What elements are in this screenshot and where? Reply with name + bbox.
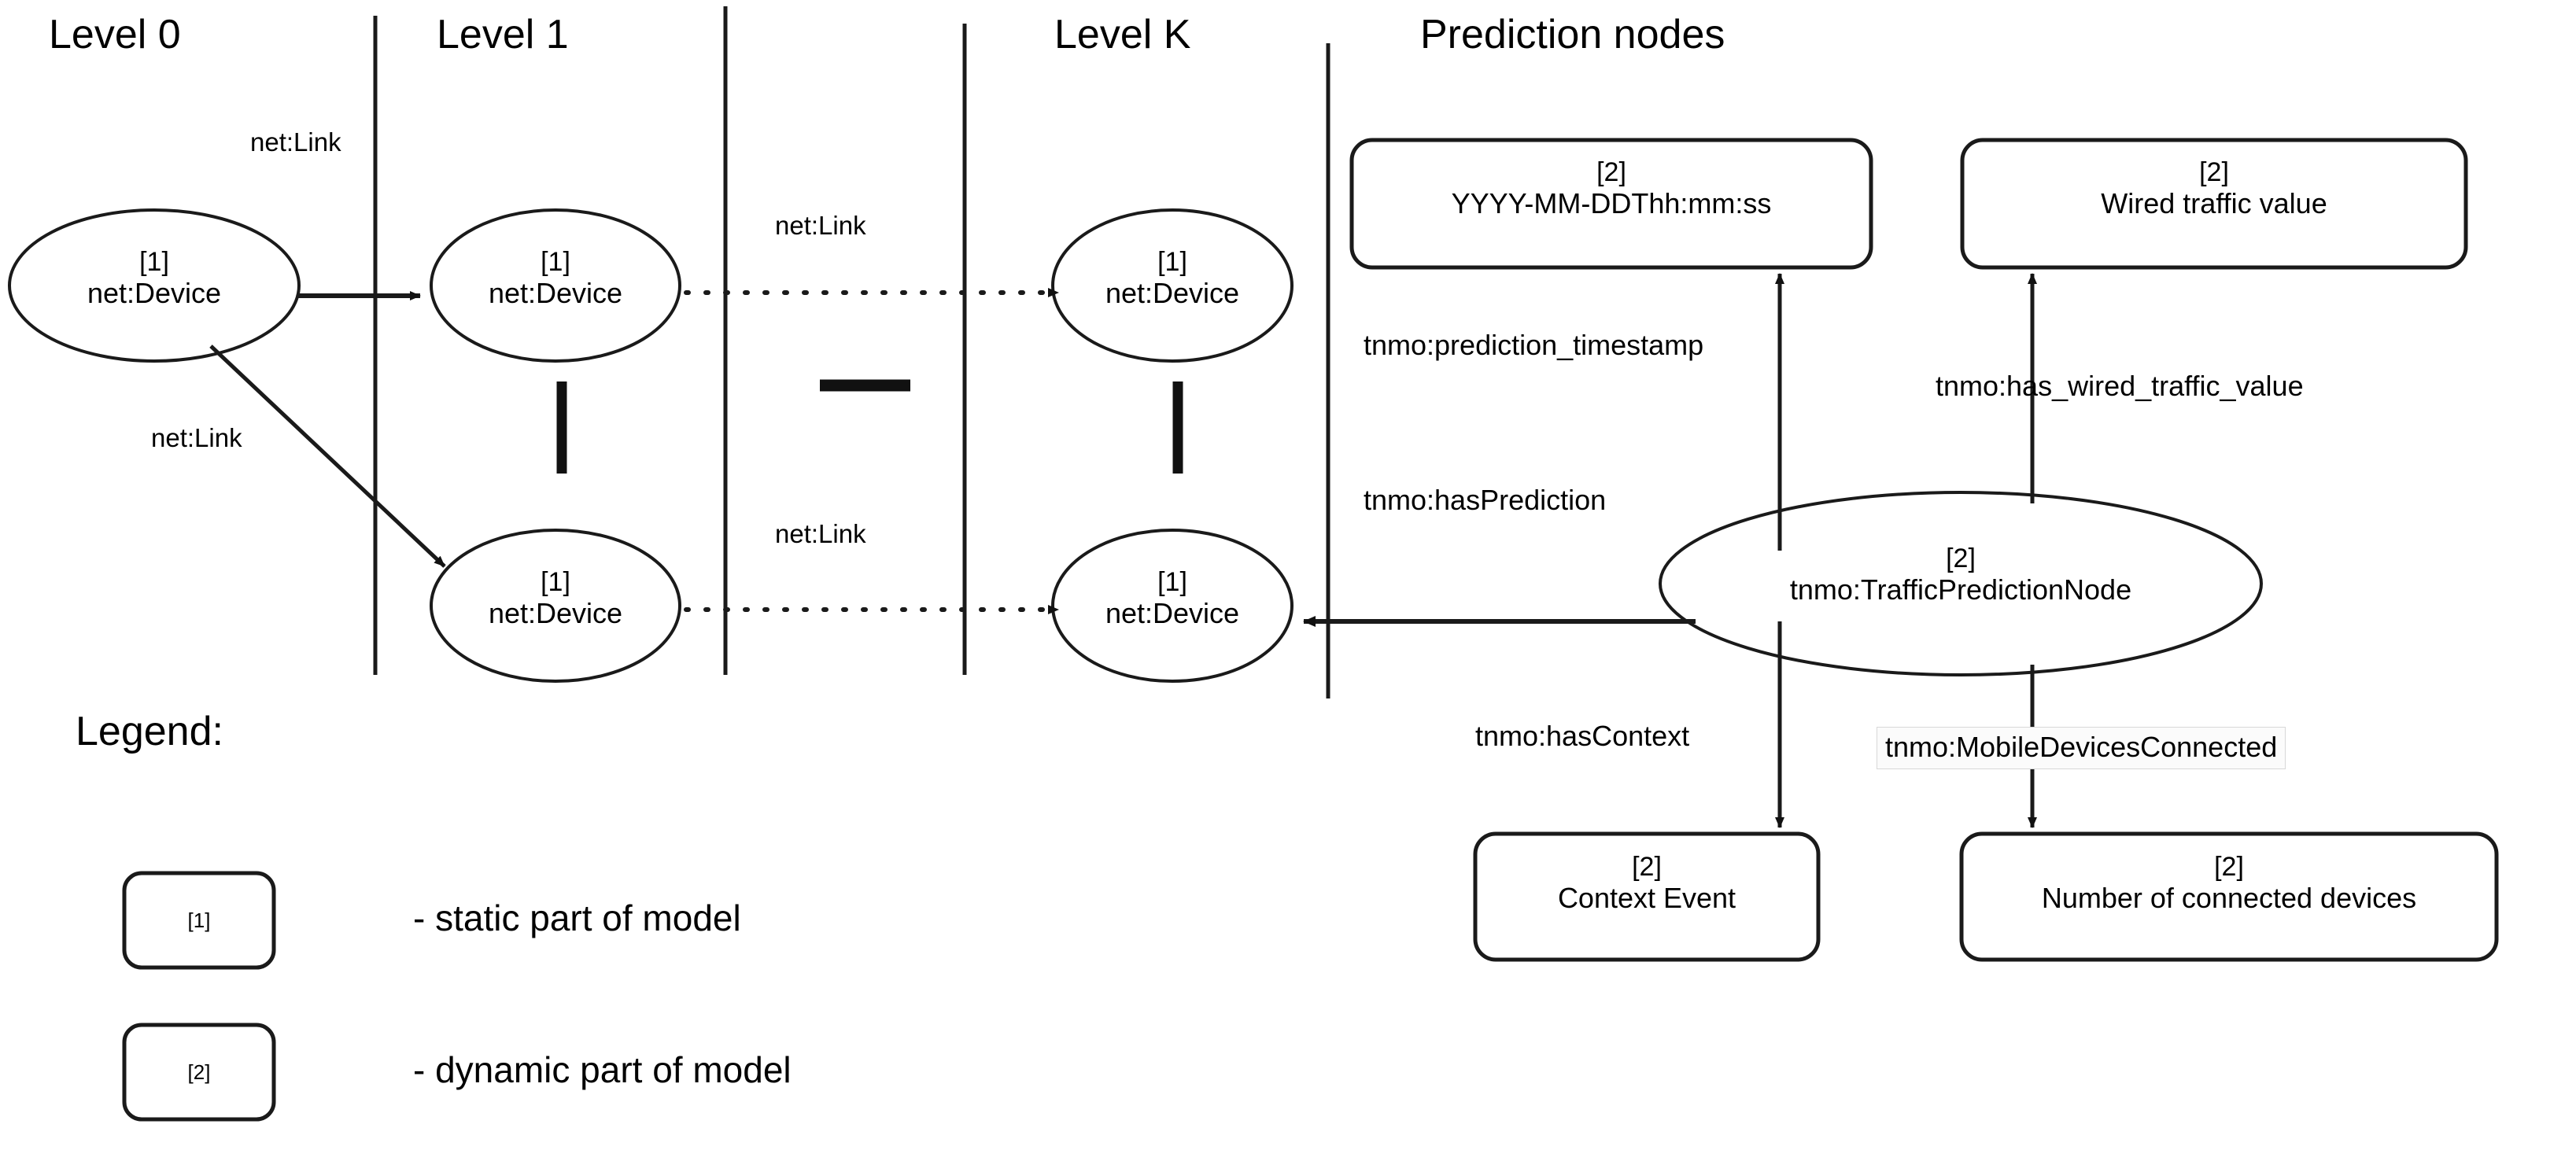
box-wired-traffic [1960, 138, 2468, 270]
edge-label-has-context: tnmo:hasContext [1475, 720, 1690, 752]
legend-text-dynamic: - dynamic part of model [413, 1049, 792, 1090]
edge-label-prediction-timestamp: tnmo:prediction_timestamp [1364, 329, 1704, 361]
column-title-levelk: Level K [1054, 12, 1191, 57]
column-title-prediction: Prediction nodes [1420, 12, 1725, 57]
edge-label-net-link-4: net:Link [775, 519, 866, 548]
box-context-event [1473, 831, 1821, 962]
edge-label-mobile-devices-connected: tnmo:MobileDevicesConnected [1877, 727, 2286, 769]
node-ellipse-traffic-prediction [1659, 491, 2263, 676]
column-title-level0: Level 0 [49, 12, 181, 57]
legend-text-static: - static part of model [413, 897, 741, 938]
legend-box-dynamic [122, 1023, 276, 1122]
edge-label-net-link-3: net:Link [775, 211, 866, 240]
node-ellipse-dev-l0 [8, 208, 301, 363]
legend-box-static [122, 871, 276, 970]
edge-net-link-l0-l1-bottom [209, 345, 446, 568]
legend-title: Legend: [76, 709, 223, 754]
node-ellipse-dev-lk-bottom [1051, 529, 1294, 683]
node-ellipse-dev-l1-bottom [430, 529, 681, 683]
edge-label-net-link-2: net:Link [151, 423, 242, 452]
edge-label-net-link-1: net:Link [250, 127, 341, 157]
node-ellipse-dev-l1-top [430, 208, 681, 363]
legend-tag-static: [1] [187, 909, 211, 932]
legend-tag-dynamic: [2] [187, 1060, 211, 1084]
edge-label-has-prediction: tnmo:hasPrediction [1364, 484, 1607, 516]
node-ellipse-dev-lk-top [1051, 208, 1294, 363]
column-title-level1: Level 1 [437, 12, 569, 57]
edge-label-has-wired-traffic-value: tnmo:has_wired_traffic_value [1936, 370, 2304, 402]
box-connected-devices [1959, 831, 2499, 962]
box-timestamp [1349, 138, 1873, 270]
